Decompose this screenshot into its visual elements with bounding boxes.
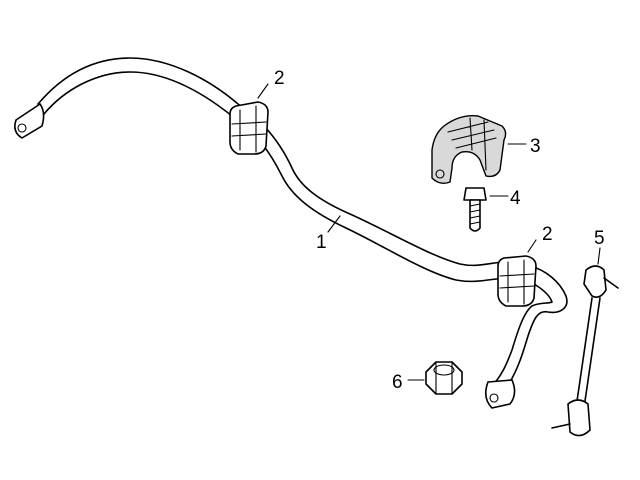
bracket — [431, 115, 507, 185]
callout-5: 5 — [594, 228, 605, 249]
callout-3: 3 — [530, 136, 541, 157]
leader-lines — [257, 83, 601, 381]
callout-1: 1 — [316, 232, 327, 253]
nut — [425, 361, 463, 395]
callout-6: 6 — [392, 372, 403, 393]
stabilizer-link — [551, 265, 619, 437]
bushing-left — [229, 101, 269, 155]
callout-2-left: 2 — [274, 68, 285, 89]
stabilizer-bar — [14, 57, 568, 409]
callout-2-right: 2 — [542, 224, 553, 245]
callout-4: 4 — [510, 188, 521, 209]
bushing-right — [497, 255, 537, 307]
bolt — [463, 187, 487, 232]
